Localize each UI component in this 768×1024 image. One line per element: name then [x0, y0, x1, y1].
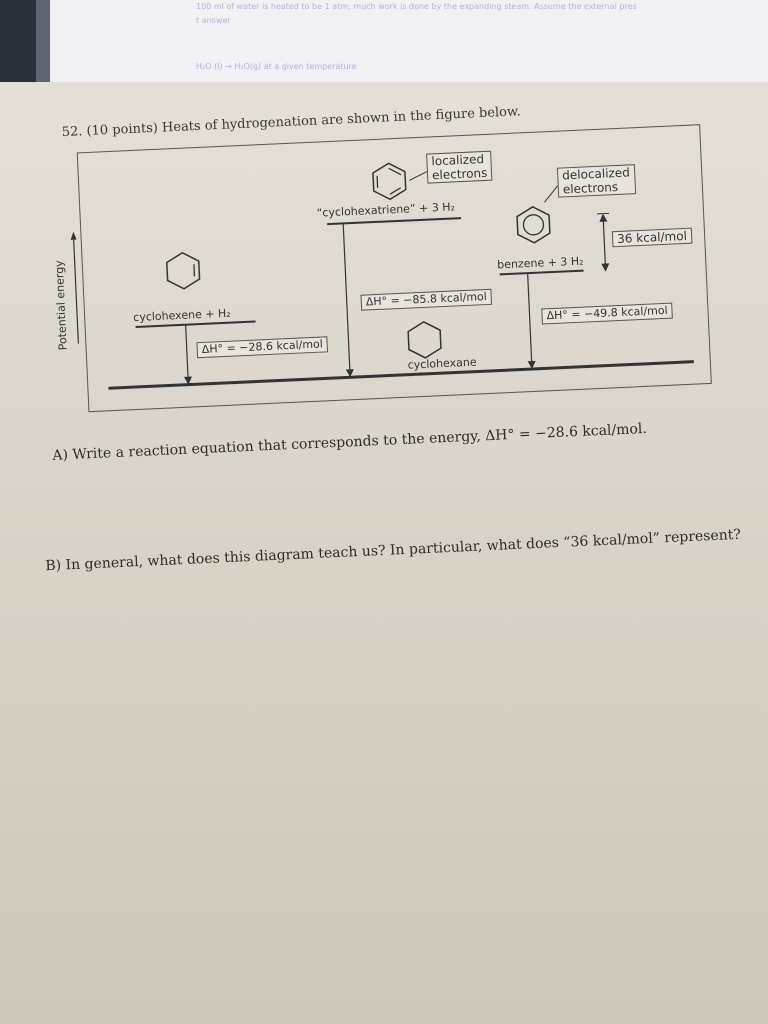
y-axis-line: [72, 237, 79, 344]
delocalized-electrons-callout: delocalized electrons: [556, 164, 636, 198]
screen-text-line-1: 100 ml of water is heated to be 1 atm; m…: [196, 2, 637, 11]
cyclohexene-level-line: [135, 320, 256, 328]
y-axis-label: Potential energy: [52, 260, 70, 351]
part-b-question: B) In general, what does this diagram te…: [45, 526, 742, 575]
localized-electrons-callout: localized electrons: [426, 150, 493, 184]
monitor-screen: [0, 0, 768, 82]
resonance-arrowhead-up: [599, 213, 608, 222]
screen-text-line-3: H₂O (l) → H₂O(g) at a given temperature: [196, 62, 357, 71]
cyclohexatriene-arrowhead: [345, 369, 354, 378]
screen-text-line-2: t answer: [196, 16, 231, 25]
cyclohexatriene-level-line: [327, 217, 462, 226]
benzene-drop-arrow: [527, 273, 533, 366]
benzene-level-line: [499, 269, 584, 276]
localized-pointer: [409, 171, 428, 181]
benzene-arrowhead: [527, 360, 536, 370]
monitor-bezel-edge: [36, 0, 50, 82]
resonance-arrowhead-down: [601, 263, 610, 272]
cyclohexane-structure-icon: [407, 321, 442, 359]
resonance-arrow: [602, 215, 607, 270]
figure-box: Potential energy localized electrons del…: [53, 124, 712, 413]
cyclohexane-level-line: [108, 360, 694, 390]
energy-diagram: [70, 162, 694, 390]
resonance-tick-top: [597, 212, 610, 215]
localized-callout-line-2: electrons: [431, 165, 488, 183]
cyclohexatriene-structure-icon: [372, 162, 407, 201]
cyclohexene-arrowhead: [183, 376, 192, 385]
monitor-bezel: [0, 0, 36, 82]
delocalized-callout-line-2: electrons: [562, 179, 619, 197]
delocalized-pointer: [544, 185, 559, 203]
cyclohexene-structure-icon: [166, 251, 201, 290]
part-a-question: A) Write a reaction equation that corres…: [52, 420, 648, 464]
cyclohexene-drop-arrow: [185, 324, 189, 381]
worksheet-page: 52. (10 points) Heats of hydrogenation a…: [0, 74, 768, 628]
benzene-structure-icon: [516, 205, 551, 244]
y-axis-arrowhead: [70, 231, 77, 240]
cyclohexatriene-drop-arrow: [342, 223, 351, 374]
